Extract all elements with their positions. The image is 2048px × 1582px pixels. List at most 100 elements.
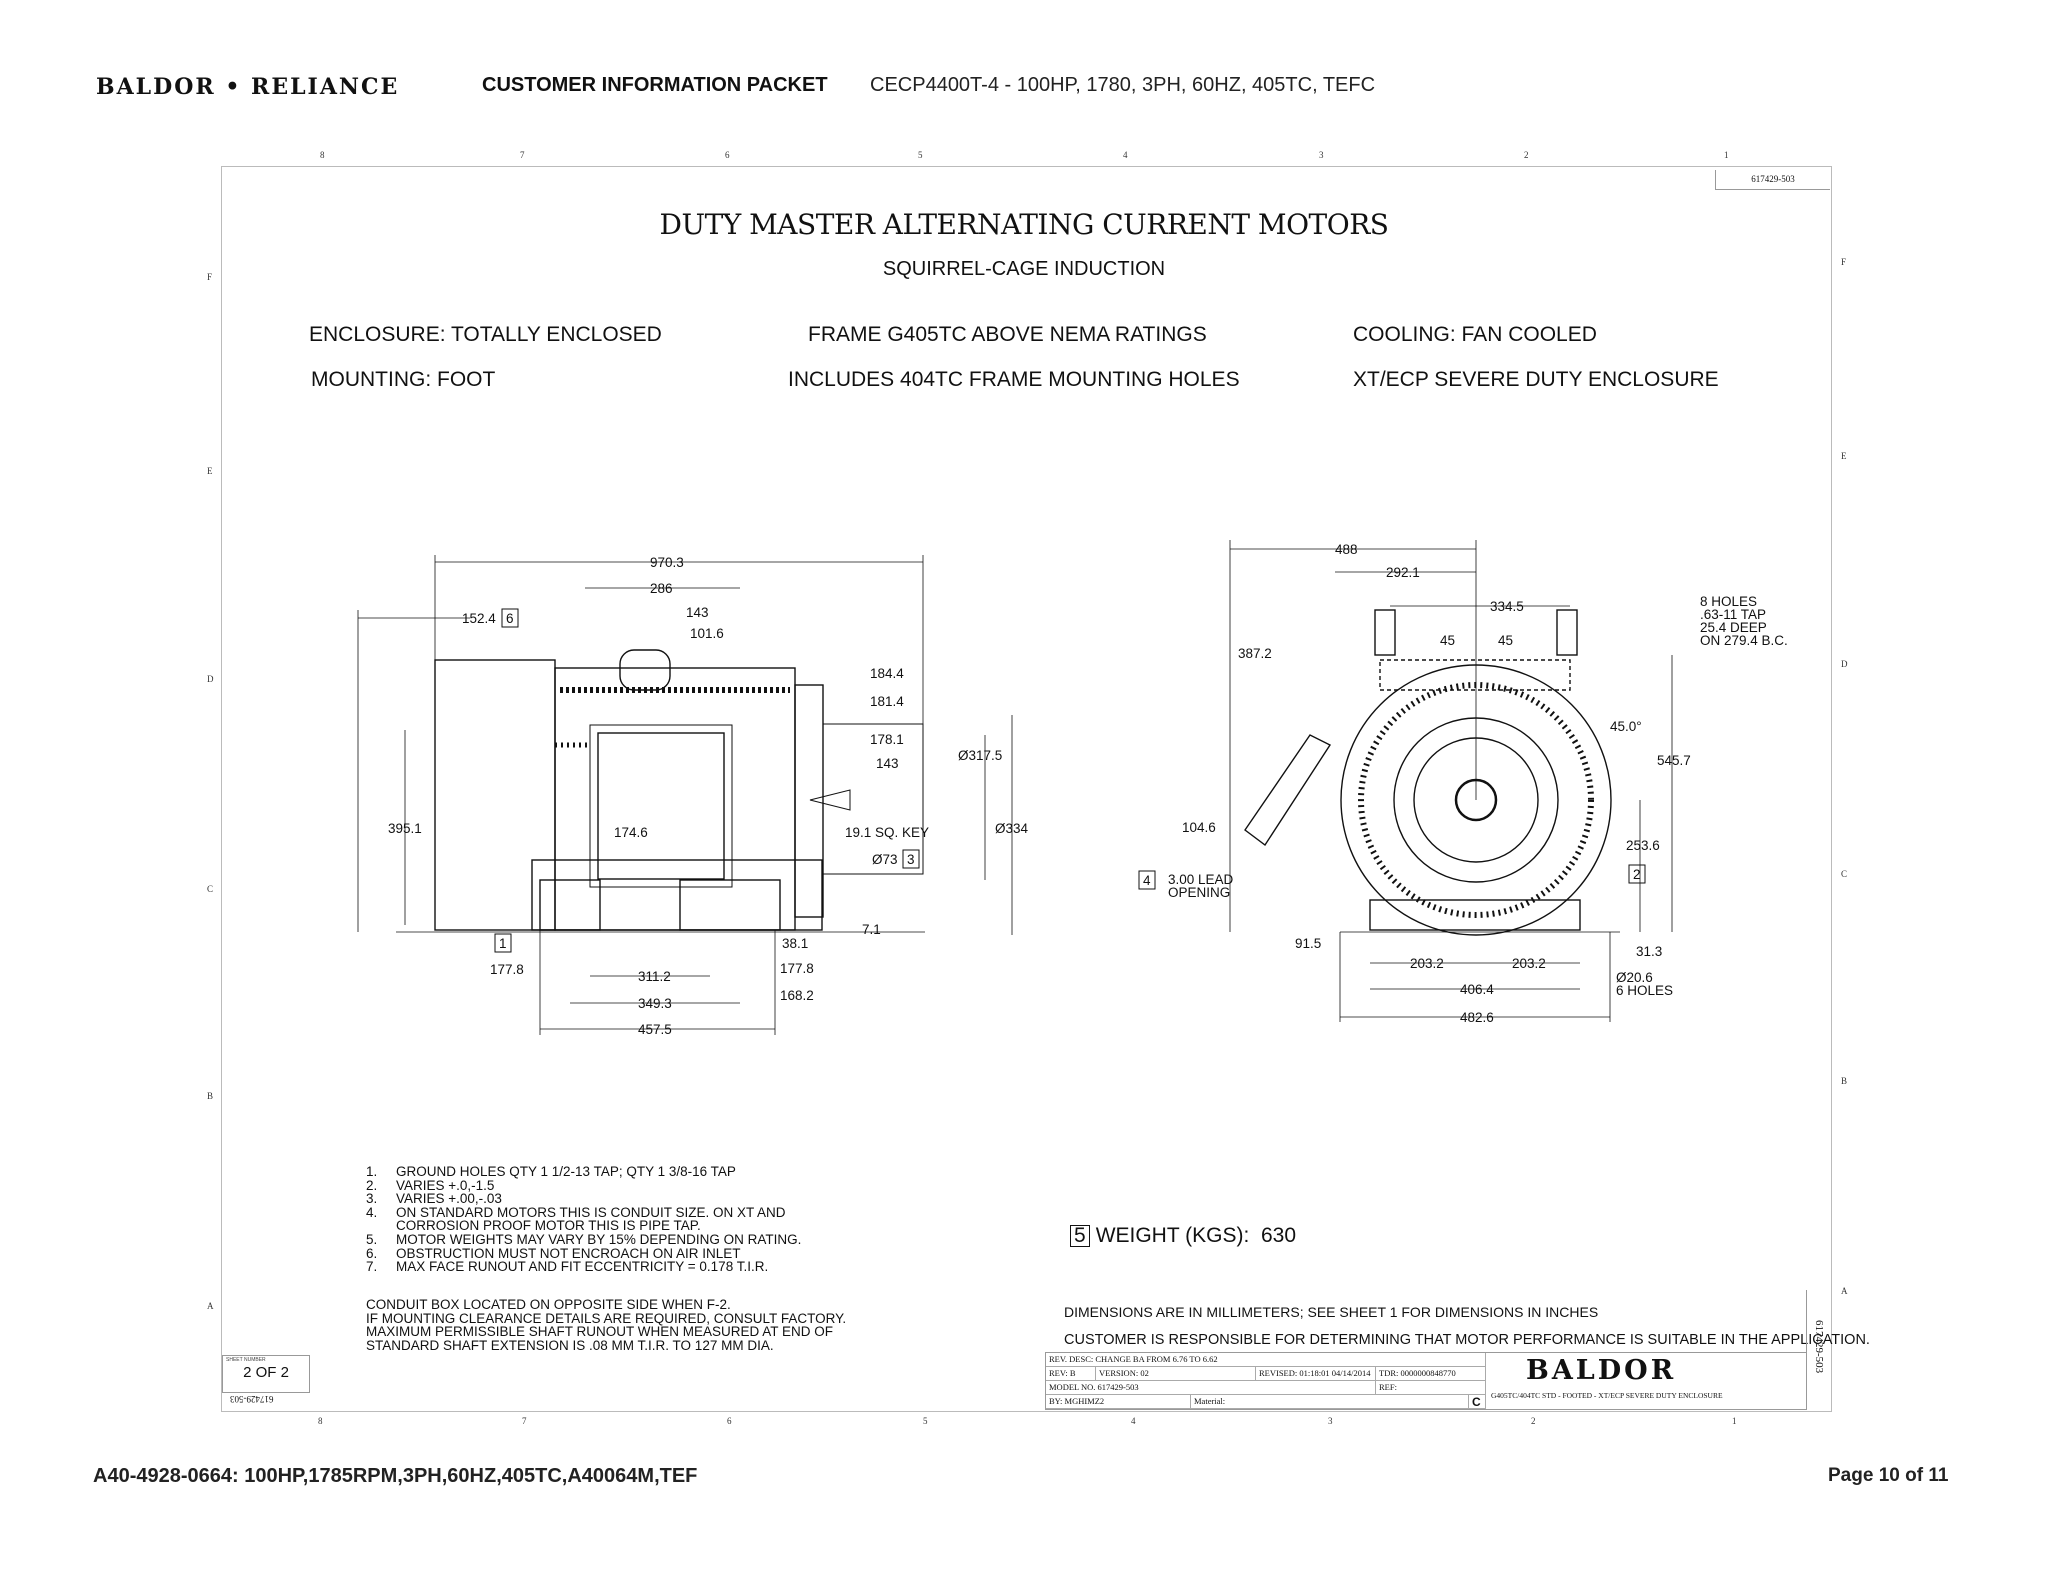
packet-title: CUSTOMER INFORMATION PACKET [482, 74, 828, 96]
baldor-reliance-logo: BALDOR • RELIANCE [96, 74, 400, 100]
customer-note: CUSTOMER IS RESPONSIBLE FOR DETERMINING … [1064, 1332, 1870, 1348]
drawing-title: DUTY MASTER ALTERNATING CURRENT MOTORS [659, 208, 1389, 241]
zone-column-label: 2 [1531, 1416, 1536, 1426]
dim-label: 25.4 DEEP [1700, 620, 1767, 635]
conduit-notes: CONDUIT BOX LOCATED ON OPPOSITE SIDE WHE… [366, 1297, 847, 1353]
zone-column-label: 8 [320, 150, 325, 160]
zone-column-label: 7 [522, 1416, 527, 1426]
dim-label: 104.6 [1182, 820, 1216, 835]
dim-label: OPENING [1168, 885, 1230, 900]
note-ref-box: 2 [1633, 867, 1641, 882]
dim-label: .63-11 TAP [1700, 607, 1766, 622]
note: 1.GROUND HOLES QTY 1 1/2-13 TAP; QTY 1 3… [366, 1164, 736, 1179]
dim-label: 168.2 [780, 988, 814, 1003]
dim-label: Ø20.6 [1616, 970, 1653, 985]
end-view-dimension-labels: 488 292.1 334.5 45 45 387.2 8 HOLES .63-… [1138, 542, 1788, 1025]
dim-label: Ø334 [995, 821, 1029, 836]
zone-row-label: E [1841, 451, 1847, 461]
dim-label: 19.1 SQ. KEY [845, 825, 929, 840]
note-ref-box: 6 [506, 611, 514, 626]
dim-label: 482.6 [1460, 1010, 1494, 1025]
dim-label: ON 279.4 B.C. [1700, 633, 1788, 648]
dim-label: 457.5 [638, 1022, 672, 1037]
dim-label: 174.6 [614, 825, 648, 840]
zone-row-label: A [1841, 1286, 1848, 1296]
note: 6.OBSTRUCTION MUST NOT ENCROACH ON AIR I… [366, 1245, 741, 1261]
zone-row-label: E [207, 466, 213, 476]
dim-label: 152.4 [462, 611, 496, 626]
zone-column-label: 2 [1524, 150, 1529, 160]
zone-column-label: 1 [1724, 150, 1729, 160]
dim-label: 6 HOLES [1616, 983, 1673, 998]
page-number: Page 10 of 11 [1828, 1465, 1949, 1486]
dim-label: 970.3 [650, 555, 684, 570]
note: 2.VARIES +.0,-1.5 [366, 1177, 495, 1193]
sheet-drawing-number-inverted: 617429-503 [230, 1394, 274, 1404]
drawing-description: G405TC/404TC STD - FOOTED - XT/ECP SEVER… [1491, 1391, 1723, 1400]
model-line: CECP4400T-4 - 100HP, 1780, 3PH, 60HZ, 40… [870, 74, 1376, 96]
zone-column-label: 3 [1328, 1416, 1333, 1426]
dim-label: 203.2 [1410, 956, 1444, 971]
front-view-dimension-lines [357, 555, 1013, 1035]
zone-column-label: 6 [725, 150, 730, 160]
dim-label: 178.1 [870, 732, 904, 747]
zone-column-label: 3 [1319, 150, 1324, 160]
title-block: REV. DESC: CHANGE BA FROM 6.76 TO 6.62 R… [1045, 1352, 1807, 1410]
dim-label: 406.4 [1460, 982, 1494, 997]
note-ref-box: 1 [499, 936, 507, 951]
dim-label: 545.7 [1657, 753, 1691, 768]
zone-row-label: B [207, 1091, 214, 1101]
dim-label: 395.1 [388, 821, 422, 836]
dim-label: 488 [1335, 542, 1358, 557]
dim-label: 91.5 [1295, 936, 1321, 951]
zone-column-label: 4 [1123, 150, 1128, 160]
dim-label: 38.1 [782, 936, 808, 951]
dim-label: 311.2 [638, 969, 671, 984]
note: 3.VARIES +.00,-.03 [366, 1191, 502, 1207]
dim-label: 292.1 [1386, 565, 1420, 580]
footer-model: A40-4928-0664: 100HP,1785RPM,3PH,60HZ,40… [93, 1465, 698, 1487]
side-drawing-number: 617429-503 [1806, 1290, 1831, 1410]
front-view-dimension-labels: 970.3 286 143 101.6 152.4 6 184.4 181.4 … [388, 555, 1029, 1037]
dim-label: 387.2 [1238, 646, 1272, 661]
dim-label: 203.2 [1512, 956, 1546, 971]
drawing-subtitle: SQUIRREL-CAGE INDUCTION [882, 258, 1166, 280]
dim-label: 8 HOLES [1700, 594, 1757, 609]
weight-value: 630 [1260, 1224, 1297, 1247]
dim-label: 101.6 [690, 626, 724, 641]
dim-label: 45.0° [1610, 719, 1642, 734]
zone-column-label: 5 [923, 1416, 928, 1426]
spec-mounting: MOUNTING: FOOT [311, 368, 496, 391]
zone-column-label: 5 [918, 150, 923, 160]
zone-column-label: 4 [1131, 1416, 1136, 1426]
sheet-number-box: SHEET NUMBER 2 OF 2 [222, 1355, 310, 1393]
spec-enclosure-type: XT/ECP SEVERE DUTY ENCLOSURE [1353, 368, 1719, 391]
dim-label: 3.00 LEAD [1168, 872, 1234, 887]
dim-label: Ø317.5 [958, 748, 1002, 763]
spec-frame-note: INCLUDES 404TC FRAME MOUNTING HOLES [788, 368, 1240, 391]
zone-row-label: D [1841, 659, 1848, 669]
front-view [396, 649, 925, 933]
zone-column-label: 7 [520, 150, 525, 160]
zone-row-label: F [207, 272, 213, 282]
spec-enclosure: ENCLOSURE: TOTALLY ENCLOSED [309, 323, 662, 346]
zone-row-label: C [1841, 869, 1848, 879]
note-ref-box: 3 [907, 852, 915, 867]
baldor-logo: BALDOR [1526, 1355, 1677, 1386]
dimensions-note: DIMENSIONS ARE IN MILLIMETERS; SEE SHEET… [1064, 1304, 1599, 1320]
dim-label: 349.3 [638, 996, 672, 1011]
dim-label: 286 [650, 581, 673, 596]
zone-column-label: 8 [318, 1416, 323, 1426]
zone-row-label: F [1841, 257, 1847, 267]
note: 7.MAX FACE RUNOUT AND FIT ECCENTRICITY =… [366, 1259, 769, 1275]
dim-label: 143 [686, 605, 709, 620]
zone-row-label: D [207, 674, 214, 684]
drawing-number-box: 617429-503 [1715, 170, 1830, 190]
general-notes: 1.GROUND HOLES QTY 1 1/2-13 TAP; QTY 1 3… [366, 1165, 801, 1274]
dim-label: 253.6 [1626, 838, 1660, 853]
note-ref-box: 4 [1143, 873, 1151, 888]
spec-frame: FRAME G405TC ABOVE NEMA RATINGS [808, 323, 1207, 346]
zone-row-label: C [207, 884, 214, 894]
dim-label: 31.3 [1636, 944, 1662, 959]
